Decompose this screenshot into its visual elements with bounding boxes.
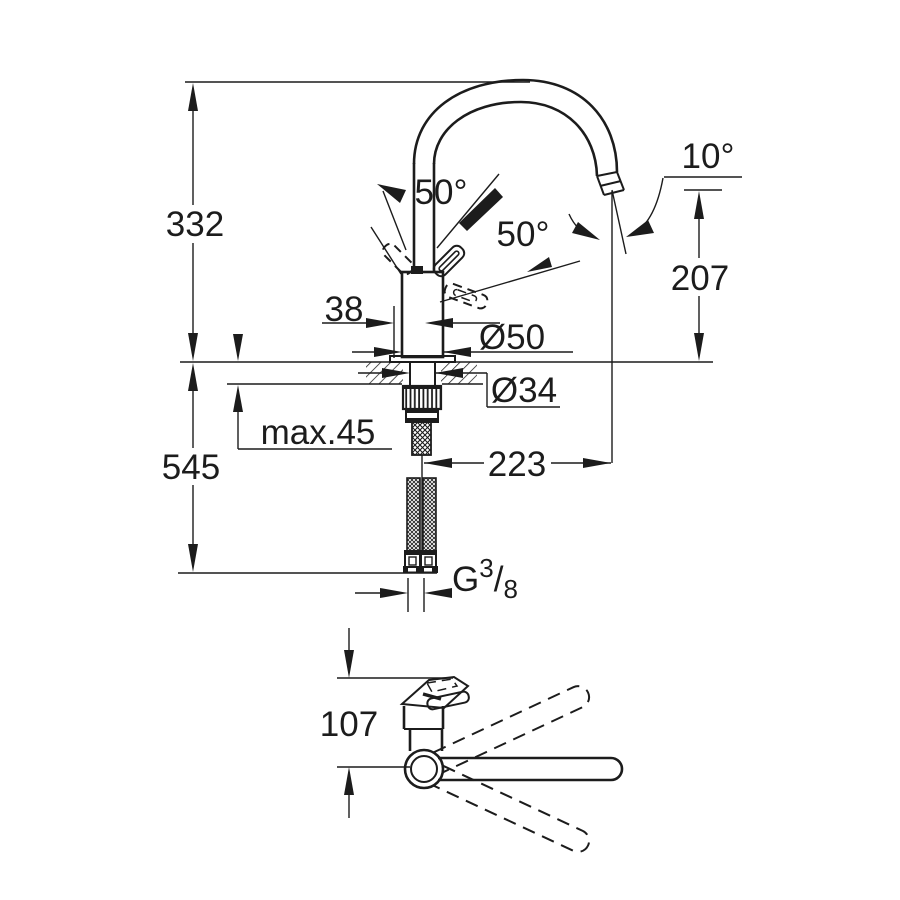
dim-diameter-50: Ø50 [352,318,573,357]
lever-dashed-right [443,282,489,310]
handle-top-view [399,675,470,711]
dim-label-outlet-angle: 10° [682,137,735,176]
mounting-nut [401,384,443,456]
dim-label-shank-diameter: Ø34 [491,371,557,410]
spout-swivel-upper [433,685,591,774]
faucet-body [389,266,456,363]
lever-solid [432,244,466,278]
dim-label-thread: G3/8 [452,553,518,604]
supply-hoses [403,477,438,573]
dim-label-outlet-height: 207 [671,259,729,298]
dim-label-max-deck-thickness: max.45 [261,413,376,452]
lever-angle-leaders [370,173,581,303]
front-view: 332 545 max.45 38 [162,78,742,612]
dim-label-lever-offset: 38 [325,290,364,329]
spout-arc [412,78,625,272]
dim-label-top-view-offset: 107 [320,705,378,744]
dim-332: 332 [166,83,224,361]
outlet-axis-line [611,189,627,255]
spout-top-view [438,756,624,782]
dim-107: 107 [320,628,453,818]
spout-pivot-inner [410,755,438,783]
dim-label-length-below-deck: 545 [162,448,220,487]
top-view: 107 [320,628,624,853]
dim-545: 545 [162,363,220,572]
spout-swivel-lower [433,764,591,853]
dim-label-lever-swing-lower: 50° [497,215,550,254]
dim-label-height-above-deck: 332 [166,205,224,244]
threaded-rod [411,421,432,456]
dim-label-spout-reach: 223 [488,445,546,484]
dim-max45: max.45 [233,334,392,452]
spout-pivot-outer [403,748,445,790]
dim-207: 207 [671,189,729,361]
dim-223: 223 [424,445,611,484]
dim-label-lever-swing-upper: 50° [415,173,468,212]
dim-label-base-diameter: Ø50 [479,318,545,357]
spout-outlet [596,171,625,196]
dim-38: 38 [322,290,500,358]
outlet-angle-arc [568,176,742,240]
dim-thread-g38: G3/8 [355,553,518,612]
body-top-view [402,706,445,751]
dim-diameter-34: Ø34 [358,368,560,410]
lever-dashed-left [381,242,415,276]
